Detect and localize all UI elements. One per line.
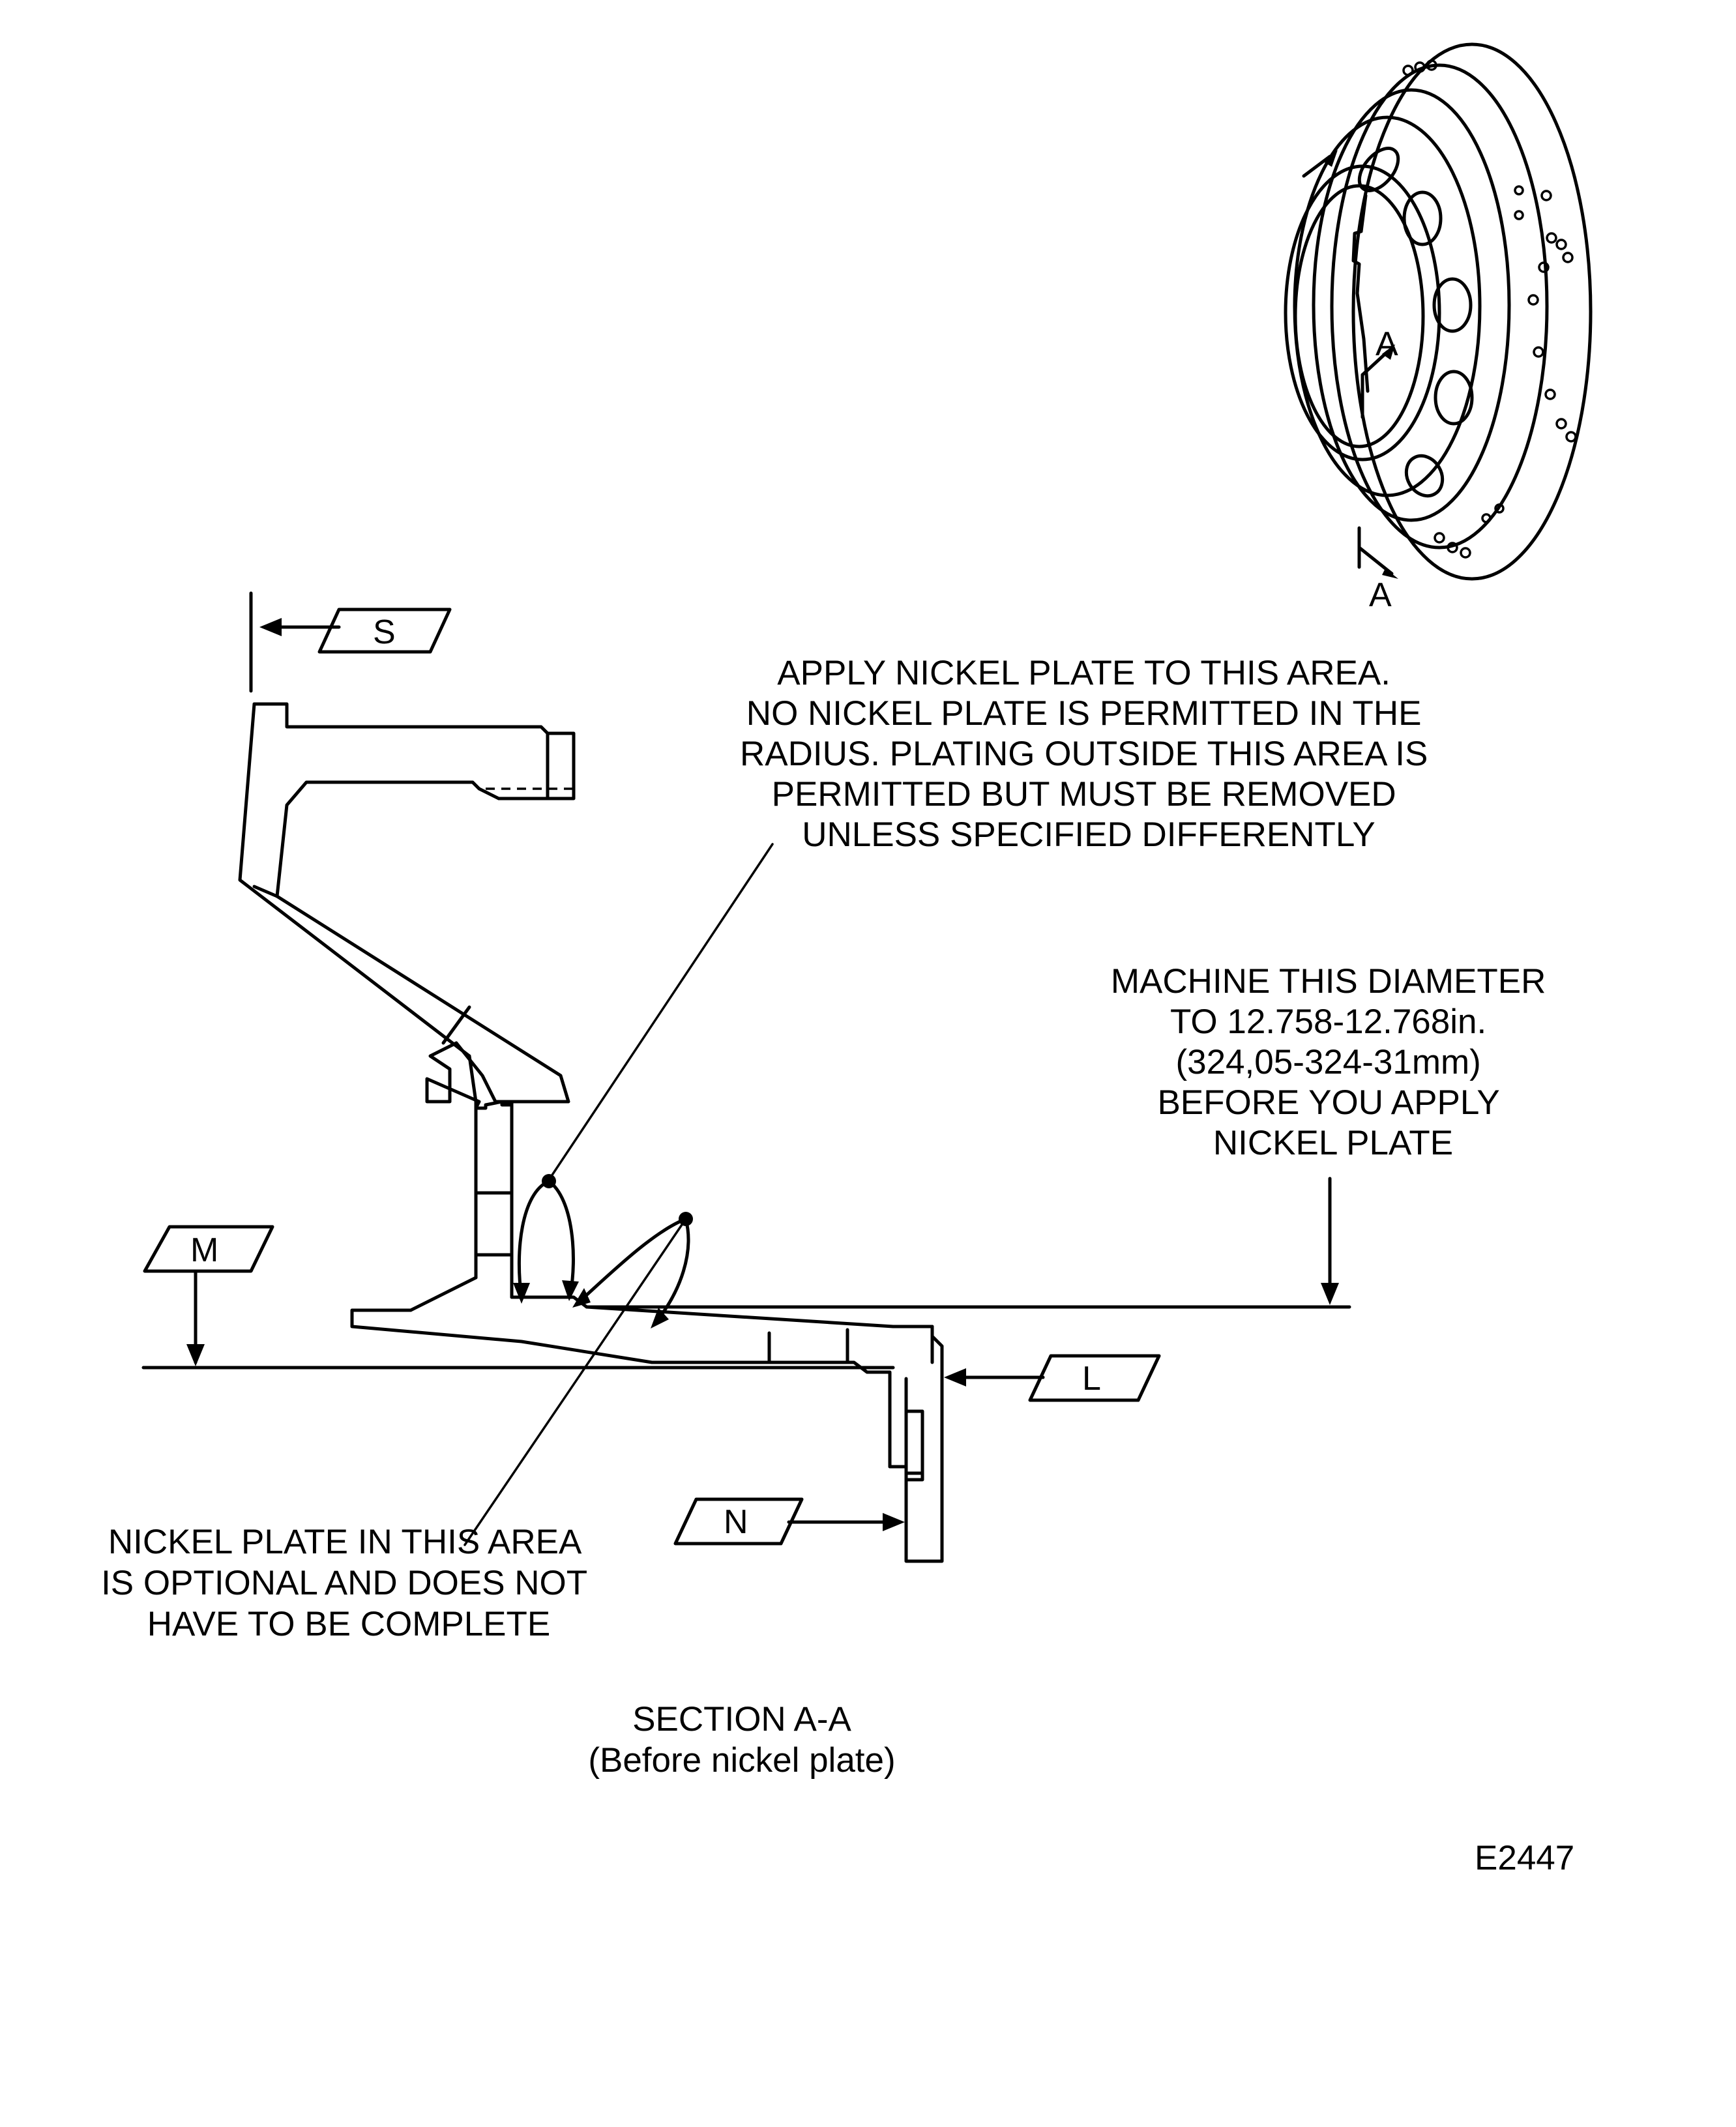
section-caption-subtitle: (Before nickel plate) <box>588 1741 895 1780</box>
datum-n: N <box>673 1497 905 1546</box>
bolt-holes <box>1402 59 1577 559</box>
section-marker-lower: A <box>1369 576 1392 614</box>
datum-n-label: N <box>724 1503 748 1541</box>
datum-m: M <box>143 1225 274 1366</box>
section-caption-title: SECTION A-A <box>632 1700 851 1738</box>
datum-l-label: L <box>1082 1360 1101 1398</box>
apply-nickel-leader <box>513 843 774 1304</box>
datum-s-label: S <box>373 613 396 651</box>
optional-nickel-leader <box>463 1212 693 1546</box>
datum-m-label: M <box>190 1231 218 1269</box>
optional-nickel-note: NICKEL PLATE IN THIS AREA IS OPTIONAL AN… <box>101 1523 596 1643</box>
datum-s: S <box>249 591 452 693</box>
machine-diameter-leader <box>1321 1177 1339 1305</box>
figure-id: E2447 <box>1475 1839 1574 1877</box>
datum-l: L <box>944 1354 1161 1402</box>
apply-nickel-note: APPLY NICKEL PLATE TO THIS AREA. NO NICK… <box>740 654 1437 854</box>
section-profile <box>238 702 1351 1563</box>
section-marker-upper: A <box>1376 325 1398 363</box>
isometric-part-view: A A <box>1284 42 1593 614</box>
machine-diameter-note: MACHINE THIS DIAMETER TO 12.758-12.768in… <box>1111 962 1555 1162</box>
